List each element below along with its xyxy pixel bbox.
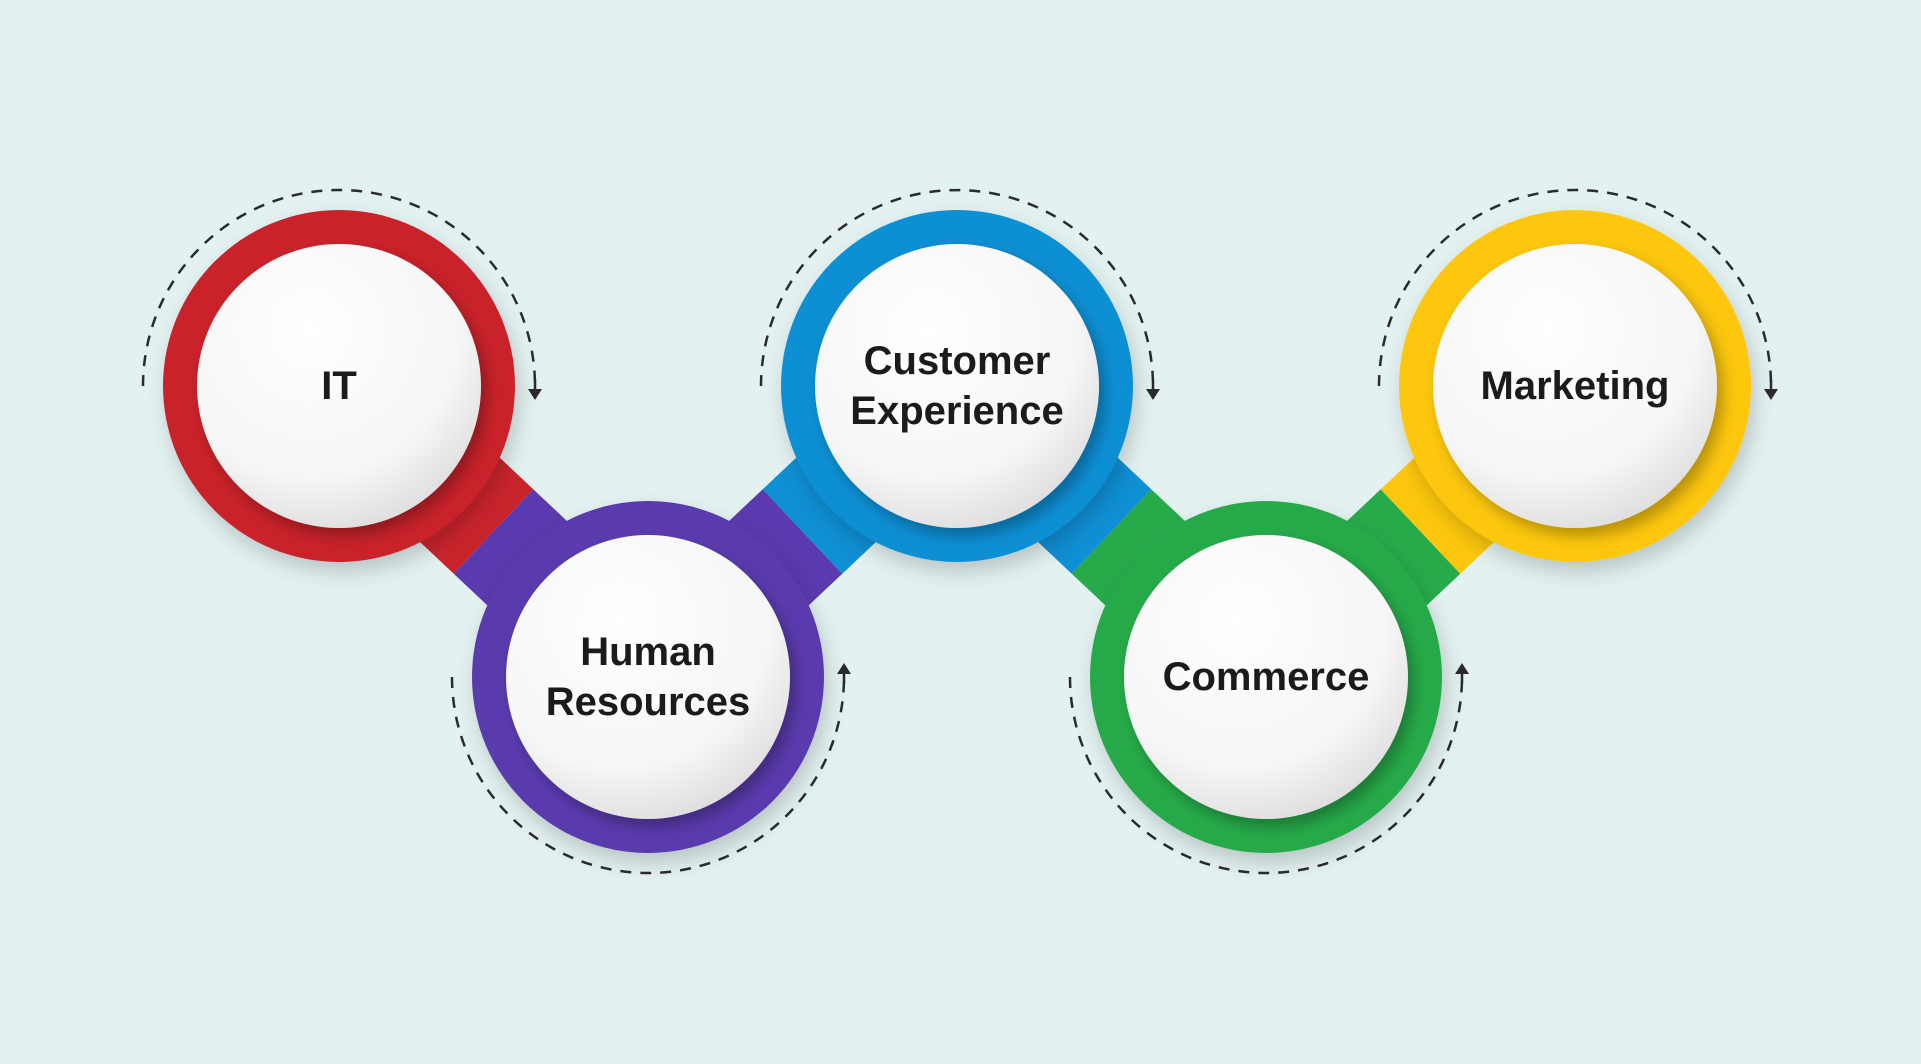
arrow-up-icon [837,663,851,674]
node-label-it-line-1: IT [321,364,357,408]
node-label-human-resources-line-1: Human [580,630,716,674]
node-disc-customer-experience [815,244,1099,528]
node-it: IT [197,244,481,528]
node-label-human-resources-line-2: Resources [546,680,751,724]
node-disc-commerce [1124,535,1408,819]
dashed-arc-commerce [1068,663,1469,875]
node-commerce: Commerce [1124,535,1408,819]
dashed-arc-it [141,188,542,400]
dashed-arc-customer-experience [759,188,1160,400]
node-marketing: Marketing [1433,244,1717,528]
node-disc-marketing [1433,244,1717,528]
node-disc-human-resources [506,535,790,819]
arrow-down-icon [528,389,542,400]
node-label-commerce-line-1: Commerce [1163,655,1370,699]
node-disc-it [197,244,481,528]
node-label-marketing-line-1: Marketing [1481,364,1670,408]
arrow-down-icon [1146,389,1160,400]
arrow-down-icon [1764,389,1778,400]
node-label-customer-experience-line-1: Customer [864,339,1051,383]
arrow-up-icon [1455,663,1469,674]
dashed-arc-marketing [1377,188,1778,400]
disc-layer: ITHumanResourcesCustomerExperienceCommer… [197,244,1717,819]
dashed-arc-human-resources [450,663,851,875]
node-label-customer-experience-line-2: Experience [850,389,1063,433]
